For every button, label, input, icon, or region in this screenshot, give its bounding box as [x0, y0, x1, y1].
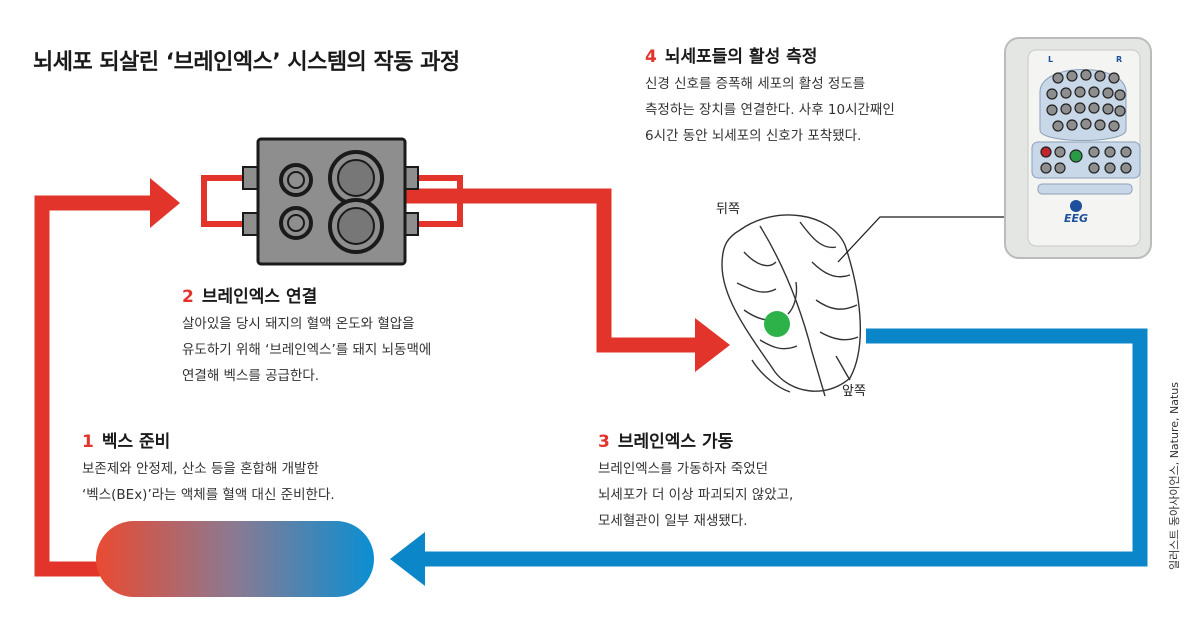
step-4-text-line-1: 신경 신호를 증폭해 세포의 활성 정도를 [645, 76, 866, 92]
eeg-right-label: R [1116, 55, 1122, 64]
step-4-text-line-3: 6시간 동안 뇌세포의 신호가 포착됐다. [645, 128, 862, 144]
brain-front-label: 앞쪽 [842, 384, 866, 399]
pig-brain-illustration [721, 214, 1010, 397]
bex-tank [96, 521, 374, 597]
image-credit: 일러스트 동아사이언스, Nature, Natus [1168, 382, 1181, 570]
step-1-number: 1 [82, 432, 94, 452]
brain-recording-dot [764, 311, 790, 337]
red-arrowhead-to-brain [695, 318, 730, 372]
step-1-text-line-2: ‘벡스(BEx)’라는 액체를 혈액 대신 준비한다. [82, 487, 335, 503]
step-3-text-line-1: 브레인엑스를 가동하자 죽었던 [598, 461, 769, 477]
step-2-number: 2 [182, 287, 194, 307]
step-1-text-line-1: 보존제와 안정제, 산소 등을 혼합해 개발한 [82, 461, 319, 477]
red-flow-line-right [405, 188, 700, 353]
red-arrowhead-to-device [150, 178, 180, 228]
step-3-text-line-2: 뇌세포가 더 이상 파괴되지 않았고, [598, 487, 794, 503]
page-title: 뇌세포 되살린 ‘브레인엑스’ 시스템의 작동 과정 [33, 50, 460, 75]
step-3-text-line-3: 모세혈관이 일부 재생됐다. [598, 513, 748, 529]
electrode-wire [837, 216, 1010, 263]
brain-back-label: 뒤쪽 [716, 202, 740, 217]
step-2-text-line-1: 살아있을 당시 돼지의 혈액 온도와 혈압을 [182, 316, 415, 332]
blue-arrowhead-to-tank [390, 532, 425, 586]
device-port-small-top [279, 163, 313, 197]
step-2-text-line-2: 유도하기 위해 ‘브레인엑스’를 돼지 뇌동맥에 [182, 342, 432, 358]
step-2-text-line-3: 연결해 벡스를 공급한다. [182, 368, 320, 384]
eeg-brand-label: EEG [1064, 212, 1088, 225]
eeg-amplifier: L R EEG [1004, 37, 1152, 259]
step-4-number: 4 [645, 47, 657, 67]
step-4-text-line-2: 측정하는 장치를 연결한다. 사후 10시간째인 [645, 102, 895, 118]
eeg-left-label: L [1048, 55, 1053, 64]
device-port-small-bottom [279, 206, 313, 240]
device-tube-left [201, 175, 245, 227]
red-flow-line-left [34, 195, 155, 577]
step-3-number: 3 [598, 432, 610, 452]
blue-flow-line [420, 328, 1148, 567]
device-body [256, 137, 407, 266]
brainex-device [201, 137, 463, 266]
device-tube-right [410, 175, 463, 227]
